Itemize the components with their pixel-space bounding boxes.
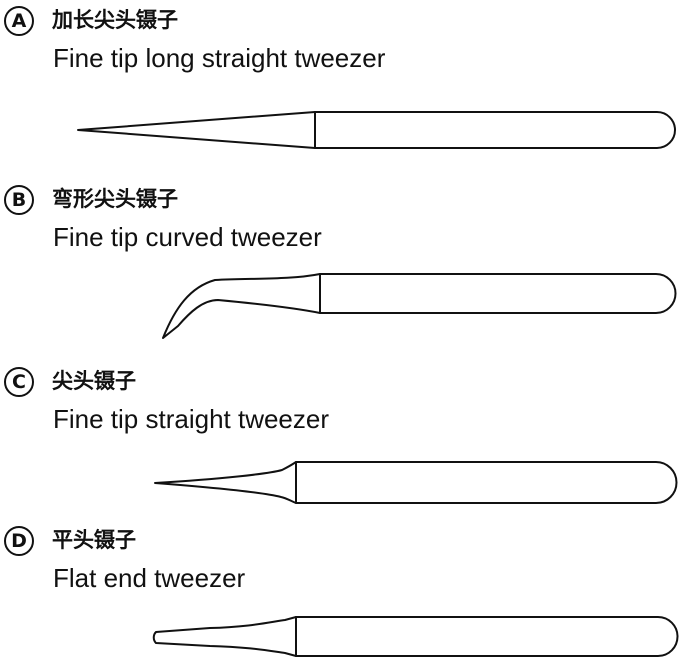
item-c-letter-badge: C (4, 367, 34, 397)
item-a-letter-badge: A (4, 6, 34, 36)
item-d-english-label: Flat end tweezer (53, 563, 246, 593)
tweezer-b-illustration (162, 273, 677, 339)
item-c-chinese-label: 尖头镊子 (52, 369, 136, 393)
item-d-letter-badge: D (4, 526, 34, 556)
tweezer-c-illustration (154, 461, 678, 504)
item-b-chinese-label: 弯形尖头镊子 (52, 187, 178, 211)
item-a-english-label: Fine tip long straight tweezer (53, 43, 386, 73)
item-b-letter-badge: B (4, 185, 34, 215)
tweezer-a-illustration (77, 111, 676, 149)
item-c-english-label: Fine tip straight tweezer (53, 404, 330, 434)
item-d-chinese-label: 平头镊子 (52, 528, 136, 552)
tweezer-d-illustration (152, 616, 679, 657)
item-a-chinese-label: 加长尖头镊子 (52, 8, 178, 32)
item-b-english-label: Fine tip curved tweezer (53, 222, 322, 252)
